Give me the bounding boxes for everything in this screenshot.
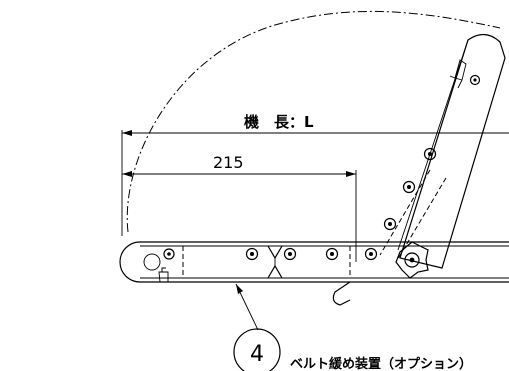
callout-text: ベルト緩め装置（オプション） — [290, 356, 472, 371]
callout-balloon: 4 — [233, 328, 281, 371]
machine-length-dimension: 機 長：L — [121, 113, 509, 236]
star-knob — [395, 241, 429, 279]
frame-bolts — [163, 247, 378, 261]
machine-length-label: 機 長：L — [244, 113, 314, 131]
conveyor-frame — [119, 241, 509, 283]
dimension-215: 215 — [122, 153, 357, 262]
callout-leader — [235, 283, 259, 331]
dimension-215-label: 215 — [213, 153, 244, 172]
swing-arc — [126, 10, 501, 233]
callout-number: 4 — [250, 342, 264, 367]
belt-loosening-arm — [332, 33, 506, 306]
